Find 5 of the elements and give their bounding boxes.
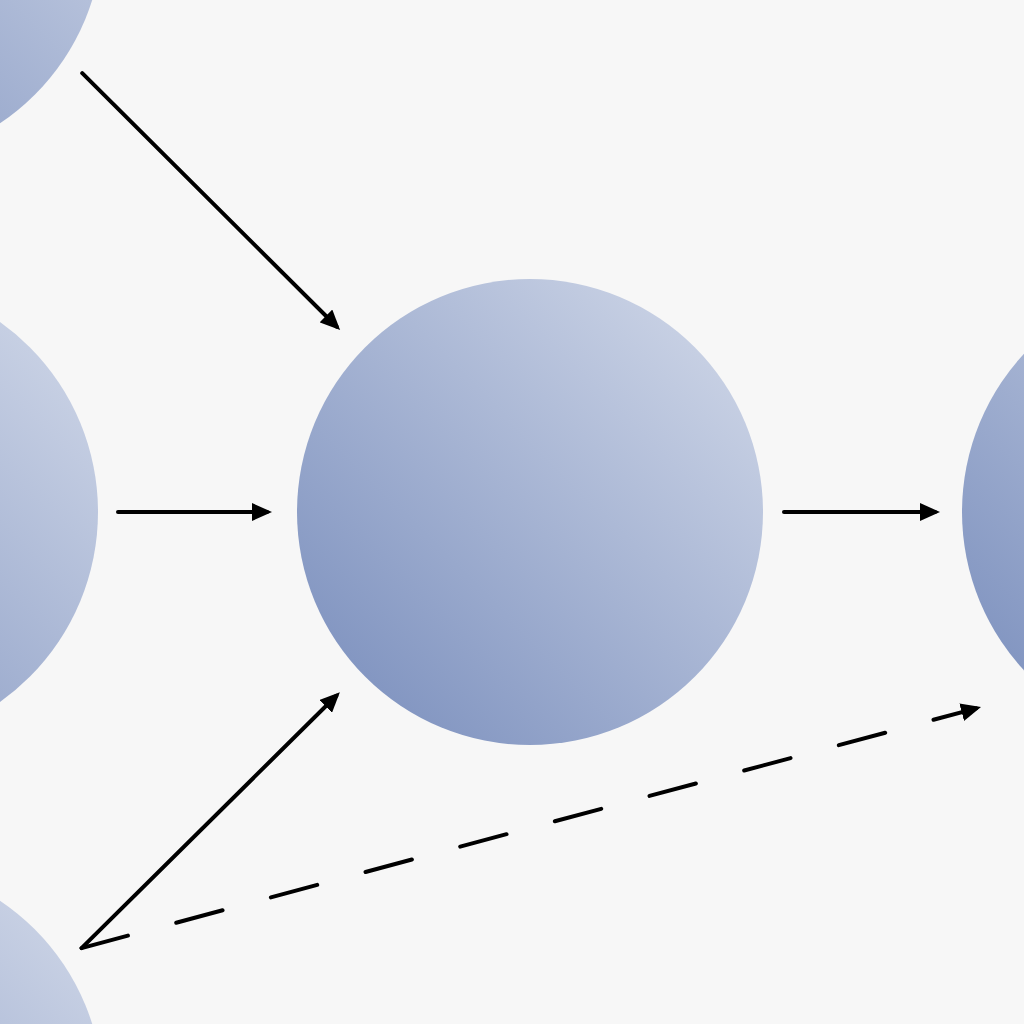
dashed-arrow <box>79 703 981 951</box>
arrow <box>80 71 341 331</box>
arrow <box>116 503 272 521</box>
circle-node <box>297 279 763 745</box>
arrow <box>782 503 940 521</box>
